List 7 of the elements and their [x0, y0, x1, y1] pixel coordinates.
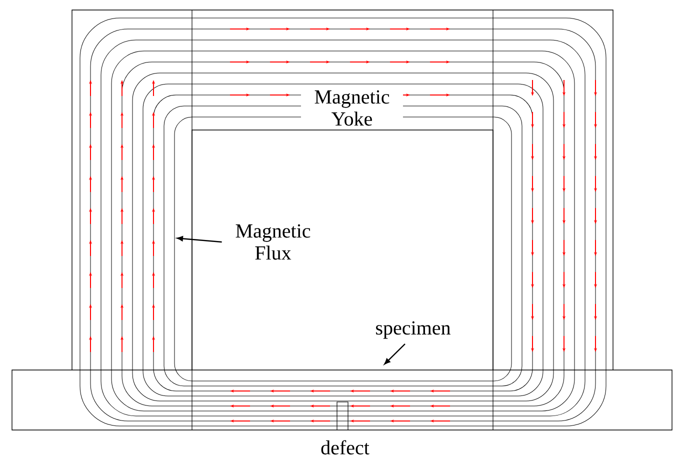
- defect-label: defect: [321, 440, 370, 454]
- leader-arrow: [176, 236, 222, 243]
- specimen-label: specimen: [376, 321, 450, 339]
- flux-label: Magnetic Flux: [222, 223, 324, 261]
- yoke-label: Magnetic Yoke: [301, 89, 403, 127]
- specimen-bar: [12, 370, 672, 430]
- leader-arrow: [384, 344, 406, 365]
